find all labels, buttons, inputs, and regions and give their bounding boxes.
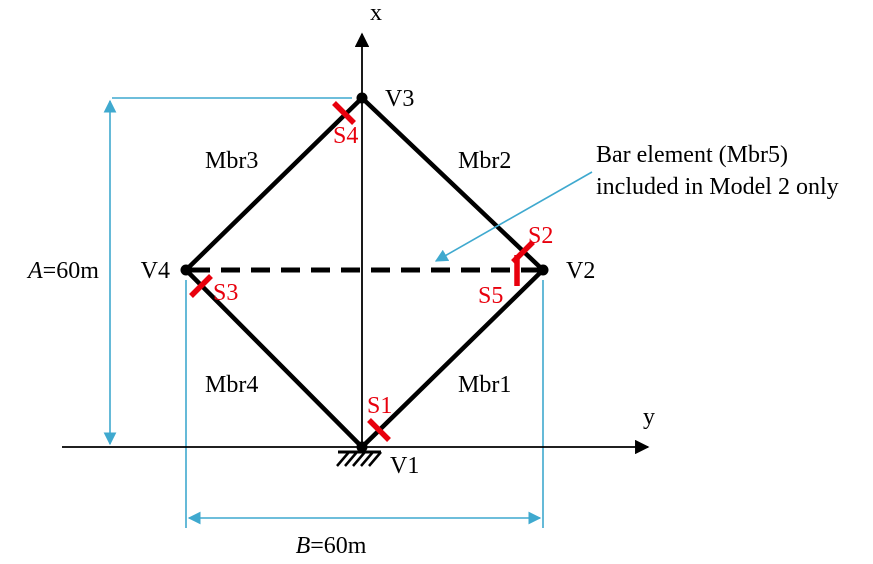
sensor-tick-s4	[332, 101, 356, 125]
sensor-label-s3: S3	[213, 280, 238, 306]
support-hatch-line	[368, 451, 382, 467]
sensor-label-s5: S5	[478, 283, 503, 309]
member-label-mbr1: Mbr1	[458, 372, 511, 398]
vertex-dot-v2	[537, 264, 549, 276]
annotation-text-line1: Bar element (Mbr5)	[596, 142, 788, 168]
vertex-label-v1: V1	[390, 453, 419, 479]
vertex-label-v4: V4	[141, 258, 170, 284]
vertex-label-v3: V3	[385, 86, 414, 112]
member-mbr4	[183, 267, 365, 450]
member-label-mbr3: Mbr3	[205, 148, 258, 174]
sensor-label-s4: S4	[333, 123, 358, 149]
member-label-mbr2: Mbr2	[458, 148, 511, 174]
support-hatch-line	[336, 451, 350, 467]
support-hatch-line	[344, 451, 358, 467]
dimension-b-label: B=60m	[296, 533, 367, 559]
annotation-text-line2: included in Model 2 only	[596, 174, 839, 200]
x-axis-label: x	[370, 0, 382, 26]
sensor-label-s2: S2	[528, 223, 553, 249]
vertex-dot-v4	[180, 264, 192, 276]
member-mbr3	[183, 95, 365, 273]
support-hatch-line	[352, 451, 366, 467]
vertex-dot-v1	[356, 441, 368, 453]
annotation-arrow	[434, 171, 593, 262]
sensor-tick-s3	[189, 274, 213, 298]
fixed-support-hatch	[336, 450, 382, 467]
vertex-dot-v3	[356, 92, 368, 104]
member-mbr1	[359, 267, 546, 450]
sensor-tick-s1	[367, 418, 391, 442]
member-mbr2	[359, 95, 546, 273]
y-axis-label: y	[643, 404, 655, 430]
sensor-label-s1: S1	[367, 393, 392, 419]
support-hatch-line	[360, 451, 374, 467]
dimension-a-label: A=60m	[26, 258, 99, 284]
vertex-label-v2: V2	[566, 258, 595, 284]
member-label-mbr4: Mbr4	[205, 372, 258, 398]
